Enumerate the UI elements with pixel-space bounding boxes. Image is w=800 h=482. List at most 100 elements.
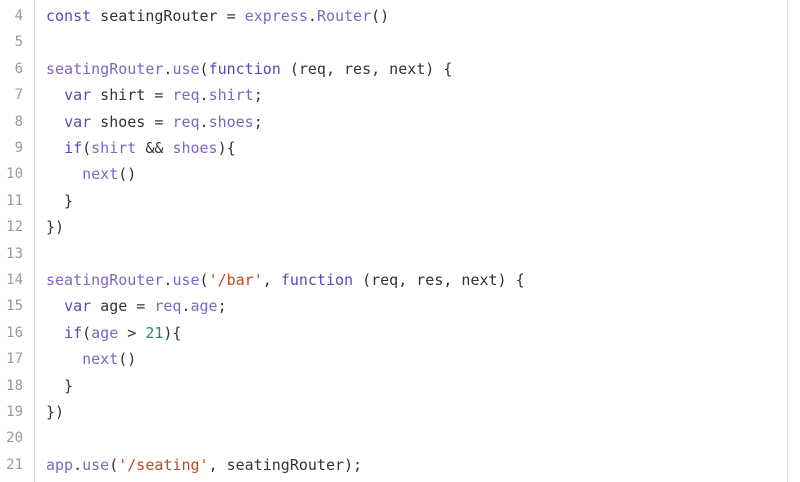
code-token: shoes = (91, 112, 173, 131)
code-token: () (118, 165, 137, 184)
code-token: ; (253, 86, 263, 105)
line-number: 10 (6, 166, 23, 183)
line-number: 20 (6, 430, 23, 447)
code-token: ){ (163, 323, 182, 342)
code-token: if (64, 139, 83, 157)
code-token: const (46, 7, 92, 25)
code-token (46, 113, 64, 131)
code-token: , seatingRouter); (208, 455, 363, 474)
code-token: if (64, 323, 83, 342)
code-line: 19}) (0, 399, 780, 425)
code-line: 18 } (0, 373, 780, 399)
code-token: '/bar' (208, 271, 263, 289)
code-token: (req, res, next) { (353, 271, 525, 289)
code-token: () (371, 7, 390, 25)
code-token: } (46, 376, 74, 395)
code-text: var age = req.age; (46, 293, 227, 319)
code-token: var (64, 297, 92, 316)
code-line: 9 if(shirt && shoes){ (0, 135, 780, 161)
code-token: function (208, 59, 281, 78)
code-text: next() (46, 346, 136, 372)
code-token: next (82, 350, 119, 369)
code-token: } (46, 191, 74, 210)
code-token: age = (91, 297, 155, 316)
code-text: next() (46, 161, 136, 187)
code-text: } (46, 188, 73, 214)
code-token: . (163, 271, 173, 289)
code-line: 16 if(age > 21){ (0, 320, 780, 346)
code-token: ( (199, 59, 209, 78)
code-token: shoes (172, 139, 218, 157)
line-number: 4 (14, 8, 23, 24)
code-token (46, 86, 64, 104)
line-number: 16 (6, 324, 23, 341)
code-line: 5 (0, 29, 780, 55)
code-token: ( (199, 271, 209, 289)
line-number: 6 (14, 60, 23, 77)
line-number: 8 (14, 113, 23, 130)
code-token: var (64, 112, 92, 131)
code-token: next (82, 165, 119, 184)
code-token: }) (46, 403, 65, 421)
code-token: . (199, 112, 209, 131)
code-token: 21 (145, 323, 164, 342)
code-token: seatingRouter (46, 59, 164, 78)
code-token: . (163, 59, 173, 78)
code-line: 7 var shirt = req.shirt; (0, 82, 780, 108)
code-token: '/seating' (118, 455, 209, 474)
code-token: seatingRouter = (91, 7, 245, 25)
code-token: () (118, 350, 137, 369)
code-token: ( (82, 323, 92, 342)
code-token: ; (217, 297, 227, 316)
line-number: 19 (6, 404, 23, 420)
code-token: shirt (91, 139, 137, 157)
code-token: shoes (208, 112, 254, 131)
code-token (46, 139, 64, 157)
code-token (46, 350, 82, 368)
code-text: const seatingRouter = express.Router() (46, 3, 389, 29)
code-token: req (154, 297, 182, 316)
code-line: 8 var shoes = req.shoes; (0, 109, 780, 135)
line-number: 7 (14, 87, 23, 104)
line-number: 5 (14, 34, 23, 51)
code-line: 12}) (0, 214, 780, 240)
code-text: if(age > 21){ (46, 320, 181, 346)
code-line: 20 (0, 425, 780, 451)
code-token: var (64, 86, 92, 105)
code-line: 4 const seatingRouter = express.Router() (0, 3, 780, 29)
code-token: use (172, 59, 200, 78)
code-token: use (172, 271, 200, 289)
code-text: var shoes = req.shoes; (46, 109, 263, 135)
code-text: app.use('/seating', seatingRouter); (46, 452, 362, 478)
code-token: ){ (217, 139, 236, 157)
code-line: 13 (0, 241, 780, 267)
code-line: 10 next() (0, 161, 780, 187)
code-token: age (190, 297, 218, 316)
line-number: 17 (6, 351, 23, 368)
line-number: 13 (6, 245, 23, 262)
line-number: 15 (6, 298, 23, 315)
code-token: shirt = (91, 86, 173, 105)
code-line: 11 } (0, 188, 780, 214)
code-token: . (199, 86, 209, 105)
code-token (46, 297, 64, 315)
code-text: seatingRouter.use('/bar', function (req,… (46, 267, 525, 293)
code-line: 17 next() (0, 346, 780, 372)
code-token: . (73, 455, 83, 474)
code-token: app (46, 455, 74, 474)
code-token: > (118, 323, 146, 342)
line-number: 9 (14, 140, 23, 156)
code-token: shirt (208, 86, 254, 105)
code-token: req (172, 86, 200, 105)
code-token: , (262, 271, 281, 289)
code-token (46, 324, 64, 342)
code-token: use (82, 455, 110, 474)
line-number: 12 (6, 219, 23, 236)
code-token: }) (46, 218, 65, 237)
code-token: function (280, 271, 354, 289)
gutter-divider (34, 0, 35, 482)
